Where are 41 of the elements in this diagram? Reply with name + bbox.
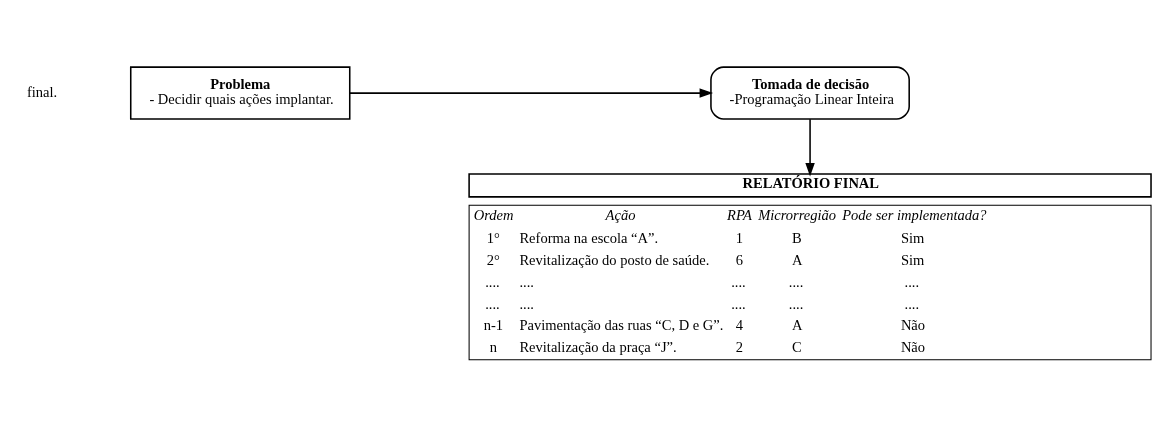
label: 1 <box>735 229 744 246</box>
label: Sim <box>900 251 925 268</box>
label: A <box>791 251 803 268</box>
label: Revitalização da praça “J”. <box>519 338 677 355</box>
label: Ordem <box>473 206 514 223</box>
label: .... <box>519 273 534 290</box>
label: 6 <box>735 251 744 268</box>
label: .... <box>788 295 804 312</box>
node-box: RELATÓRIO FINAL <box>468 172 1152 198</box>
label: Reforma na escola “A”. <box>519 229 659 246</box>
arrow <box>805 118 815 176</box>
label: RPA <box>727 206 752 223</box>
label: n <box>489 338 498 355</box>
arrow <box>349 87 714 98</box>
label: Não <box>900 338 926 355</box>
label: .... <box>519 295 534 312</box>
label: n-1 <box>483 316 503 333</box>
label: Ação <box>605 206 636 223</box>
label: A <box>791 316 803 333</box>
label: Pode ser implementada? <box>842 206 987 223</box>
label: .... <box>788 273 804 290</box>
label: 2 <box>735 338 744 355</box>
node-box: Tomada de decisão -Programação Linear Inteira <box>710 65 910 120</box>
label: Revitalização do posto de saúde. <box>519 251 710 268</box>
label: .... <box>485 295 500 312</box>
label: .... <box>731 273 746 290</box>
label: .... <box>731 295 746 312</box>
label: 2° <box>486 251 500 268</box>
label: .... <box>485 273 500 290</box>
label: 4 <box>735 316 744 333</box>
label: 1° <box>486 229 500 246</box>
label: Sim <box>900 229 925 246</box>
label: B <box>791 229 802 246</box>
label: Não <box>900 316 926 333</box>
node-box: Problema - Decidir quais ações implantar. <box>129 65 351 120</box>
label: Pavimentação das ruas “C, D e G”. <box>519 316 724 333</box>
label: final. <box>26 83 58 100</box>
label: Microrregião <box>758 206 837 223</box>
label: C <box>791 338 802 355</box>
label: .... <box>904 273 920 290</box>
label: .... <box>904 295 920 312</box>
